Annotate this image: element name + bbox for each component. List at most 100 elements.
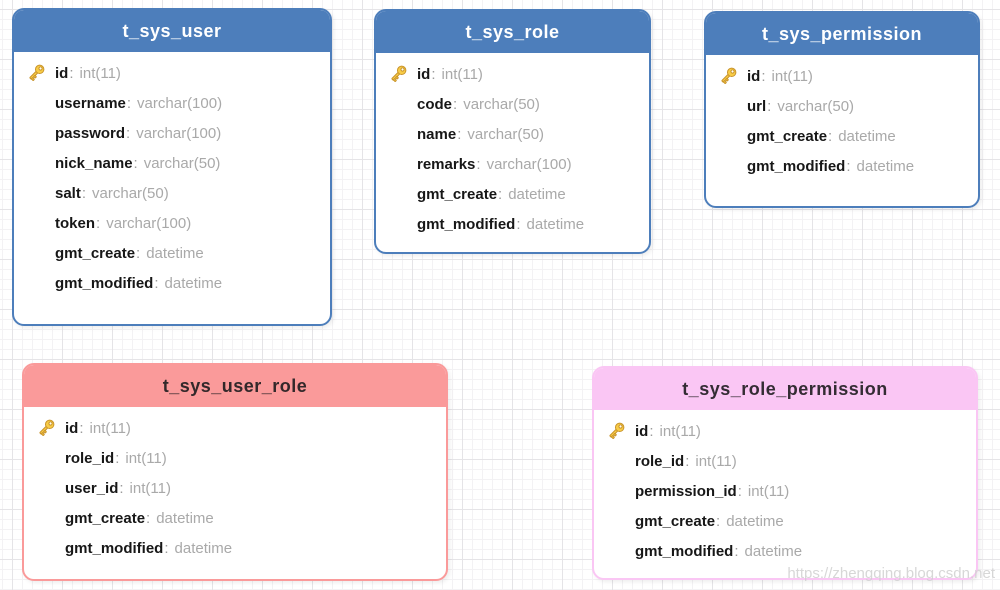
table-title: t_sys_user_role — [162, 376, 308, 396]
field-colon-separator: : — [846, 157, 851, 175]
field-colon-separator: : — [649, 422, 654, 440]
field-row-permission-id[interactable]: permission_id: int(11) — [594, 476, 976, 506]
field-indent-spacer — [26, 123, 46, 143]
field-type: int(11) — [89, 419, 131, 437]
table-header[interactable]: t_sys_role_permission — [594, 368, 976, 410]
table-t-sys-role[interactable]: t_sys_role id: int(11) — [374, 9, 651, 254]
field-colon-separator: : — [431, 65, 436, 83]
field-name: role_id — [635, 452, 685, 470]
field-name: nick_name — [55, 154, 133, 172]
field-name: token — [55, 214, 96, 232]
field-row-id[interactable]: id: int(11) — [706, 61, 978, 91]
field-name: gmt_modified — [417, 215, 516, 233]
field-indent-spacer — [26, 243, 46, 263]
field-row-id[interactable]: id: int(11) — [14, 58, 330, 88]
field-name: permission_id — [635, 482, 737, 500]
field-name: user_id — [65, 479, 119, 497]
field-indent-spacer — [606, 541, 626, 561]
field-type: int(11) — [79, 64, 121, 82]
field-indent-spacer — [36, 538, 56, 558]
field-indent-spacer — [718, 96, 738, 116]
field-row-user-id[interactable]: user_id: int(11) — [24, 473, 446, 503]
field-row-id[interactable]: id: int(11) — [376, 59, 649, 89]
table-t-sys-user[interactable]: t_sys_user id: int(11) — [12, 8, 332, 326]
table-field-list: id: int(11) url: varchar(50) gmt_create:… — [706, 55, 978, 181]
primary-key-icon — [388, 64, 408, 84]
table-t-sys-user-role[interactable]: t_sys_user_role id: int(11 — [22, 363, 448, 581]
field-row-gmt-modified[interactable]: gmt_modified: datetime — [594, 536, 976, 566]
field-colon-separator: : — [136, 244, 141, 262]
field-name: url — [747, 97, 767, 115]
table-header[interactable]: t_sys_permission — [706, 13, 978, 55]
field-type: varchar(100) — [106, 214, 192, 232]
field-type: datetime — [174, 539, 233, 557]
field-indent-spacer — [388, 154, 408, 174]
field-indent-spacer — [36, 508, 56, 528]
field-row-remarks[interactable]: remarks: varchar(100) — [376, 149, 649, 179]
field-row-gmt-modified[interactable]: gmt_modified: datetime — [706, 151, 978, 181]
field-row-id[interactable]: id: int(11) — [24, 413, 446, 443]
table-header[interactable]: t_sys_user_role — [24, 365, 446, 407]
field-name: gmt_modified — [65, 539, 164, 557]
field-row-gmt-modified[interactable]: gmt_modified: datetime — [376, 209, 649, 239]
field-colon-separator: : — [516, 215, 521, 233]
primary-key-icon — [26, 63, 46, 83]
field-row-url[interactable]: url: varchar(50) — [706, 91, 978, 121]
field-colon-separator: : — [126, 94, 132, 112]
field-name: username — [55, 94, 126, 112]
field-colon-separator: : — [154, 274, 159, 292]
table-field-list: id: int(11) code: varchar(50) name: varc… — [376, 53, 649, 239]
field-row-code[interactable]: code: varchar(50) — [376, 89, 649, 119]
field-name: gmt_modified — [55, 274, 154, 292]
field-colon-separator: : — [126, 124, 131, 142]
field-row-gmt-create[interactable]: gmt_create: datetime — [594, 506, 976, 536]
field-type: int(11) — [695, 452, 737, 470]
table-title: t_sys_user — [122, 21, 222, 41]
field-row-password[interactable]: password: varchar(100) — [14, 118, 330, 148]
field-row-gmt-modified[interactable]: gmt_modified: datetime — [24, 533, 446, 563]
field-colon-separator: : — [146, 509, 151, 527]
field-row-name[interactable]: name: varchar(50) — [376, 119, 649, 149]
field-row-token[interactable]: token: varchar(100) — [14, 208, 330, 238]
field-row-gmt-create[interactable]: gmt_create: datetime — [376, 179, 649, 209]
field-indent-spacer — [388, 214, 408, 234]
field-indent-spacer — [26, 273, 46, 293]
field-name: password — [55, 124, 126, 142]
primary-key-icon — [718, 66, 738, 86]
field-type: varchar(100) — [136, 124, 222, 142]
field-colon-separator: : — [457, 125, 462, 143]
field-row-gmt-create[interactable]: gmt_create: datetime — [24, 503, 446, 533]
field-name: gmt_create — [747, 127, 828, 145]
field-row-role-id[interactable]: role_id: int(11) — [594, 446, 976, 476]
field-name: gmt_create — [635, 512, 716, 530]
field-indent-spacer — [26, 153, 46, 173]
field-row-salt[interactable]: salt: varchar(50) — [14, 178, 330, 208]
field-row-role-id[interactable]: role_id: int(11) — [24, 443, 446, 473]
table-t-sys-permission[interactable]: t_sys_permission id: int(1 — [704, 11, 980, 208]
field-type: varchar(50) — [92, 184, 169, 202]
field-row-nick-name[interactable]: nick_name: varchar(50) — [14, 148, 330, 178]
field-type: datetime — [726, 512, 784, 530]
field-name: gmt_create — [65, 509, 146, 527]
field-indent-spacer — [388, 184, 408, 204]
field-row-gmt-create[interactable]: gmt_create: datetime — [706, 121, 978, 151]
field-row-gmt-create[interactable]: gmt_create: datetime — [14, 238, 330, 268]
field-type: int(11) — [125, 449, 167, 467]
field-type: datetime — [156, 509, 214, 527]
table-header[interactable]: t_sys_user — [14, 10, 330, 52]
field-type: datetime — [526, 215, 585, 233]
table-title: t_sys_role_permission — [682, 379, 888, 399]
table-t-sys-role-permission[interactable]: t_sys_role_permission id: — [592, 366, 978, 580]
field-colon-separator: : — [761, 67, 766, 85]
field-row-username[interactable]: username: varchar(100) — [14, 88, 330, 118]
field-colon-separator: : — [133, 154, 138, 172]
field-indent-spacer — [36, 478, 56, 498]
table-header[interactable]: t_sys_role — [376, 11, 649, 53]
field-name: gmt_create — [417, 185, 498, 203]
field-colon-separator: : — [716, 512, 721, 530]
field-row-id[interactable]: id: int(11) — [594, 416, 976, 446]
field-type: int(11) — [129, 479, 171, 497]
primary-key-icon — [36, 418, 56, 438]
field-colon-separator: : — [685, 452, 690, 470]
field-row-gmt-modified[interactable]: gmt_modified: datetime — [14, 268, 330, 298]
